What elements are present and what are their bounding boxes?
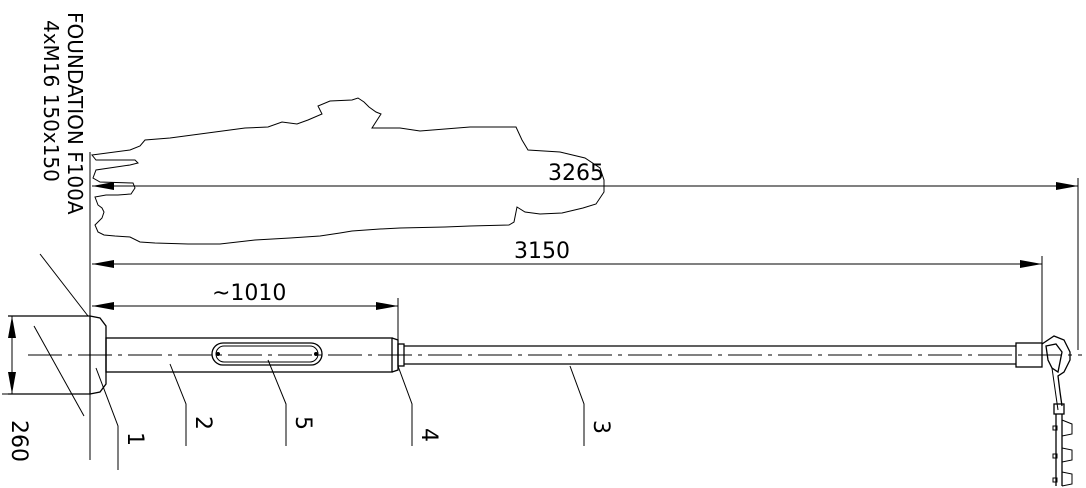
lamp-head — [1015, 335, 1073, 487]
foundation-spec-label: 4xM16 150x150 — [39, 20, 63, 182]
foundation-leader — [39, 253, 89, 317]
foundation-block — [8, 315, 107, 417]
collar — [397, 343, 405, 367]
callout-4: 4 — [416, 428, 441, 442]
dimension-1010-text: ~1010 — [212, 281, 286, 306]
callout-2: 2 — [190, 416, 215, 430]
callout-leaders — [95, 359, 585, 470]
callout-1: 1 — [122, 432, 147, 446]
slot — [211, 342, 323, 366]
dimension-1010: ~1010 — [92, 281, 399, 340]
dimension-3150-text: 3150 — [514, 239, 570, 264]
callout-3: 3 — [588, 420, 613, 434]
dimension-260-text: 260 — [6, 420, 31, 462]
human-silhouette — [91, 97, 605, 245]
foundation-title: FOUNDATION F100A — [63, 12, 87, 215]
extension-tube — [404, 345, 1016, 365]
foundation-spec: 4xM16 150x150 — [39, 20, 63, 182]
callout-5: 5 — [290, 416, 315, 430]
dimension-3265: 3265 — [92, 161, 1079, 350]
foundation-label: FOUNDATION F100A — [63, 12, 87, 215]
dimension-3265-text: 3265 — [548, 161, 604, 186]
dimension-260: 260 — [2, 316, 31, 462]
dimension-3150: 3150 — [92, 239, 1043, 345]
